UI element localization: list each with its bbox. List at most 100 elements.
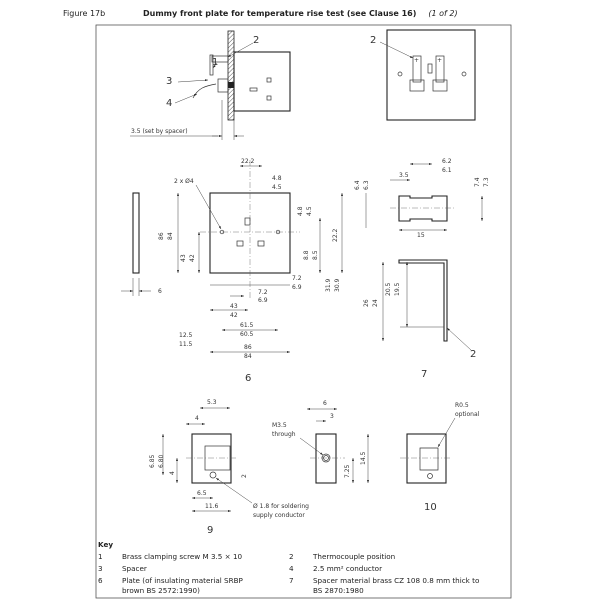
dim-label: 86 xyxy=(244,344,252,351)
dim-label: 8.8 xyxy=(303,250,310,260)
figure-number: Figure 17b xyxy=(63,9,106,18)
dim-label: 42 xyxy=(189,254,196,262)
hole-note: supply conductor xyxy=(253,512,305,519)
dim-label: 8.5 xyxy=(312,250,319,260)
key-text: 2.5 mm² conductor xyxy=(313,564,382,573)
key-title: Key xyxy=(98,540,113,549)
key-num: 6 xyxy=(98,576,103,585)
dim-label: 6.3 xyxy=(363,180,370,190)
dim-label: 4.5 xyxy=(272,184,282,191)
dim-label: 6.85 xyxy=(149,454,156,468)
plus-mark: + xyxy=(437,57,442,64)
key-text: brown BS 2572:1990) xyxy=(122,586,200,595)
part-clamp-block: M3.5 through 6 3 7.25 14.5 xyxy=(272,400,369,484)
label-4: 4 xyxy=(166,98,172,109)
dim-label: 22.2 xyxy=(241,158,255,165)
hole-note: Ø 1.8 for soldering xyxy=(253,503,309,510)
wall-section xyxy=(227,30,235,121)
radius-note: R0.5 xyxy=(455,402,469,409)
key-num: 1 xyxy=(98,552,103,561)
dim-label: 7.4 xyxy=(474,177,481,187)
dim-label: 7.2 xyxy=(292,275,302,282)
dim-label: 84 xyxy=(244,353,252,360)
dim-label: 6.9 xyxy=(292,284,302,291)
caption-7: 7 xyxy=(421,369,427,380)
dim-label: 20.5 xyxy=(385,282,392,296)
part-10: R0.5 optional 10 xyxy=(400,402,480,513)
front-view: + + 2 xyxy=(370,29,476,121)
key-text: Plate (of insulating material SRBP xyxy=(122,576,244,585)
dim-label: 6.80 xyxy=(158,454,165,468)
dim-label: 6 xyxy=(158,288,162,295)
dim-label: 4 xyxy=(195,415,199,422)
dim-label: 31.9 xyxy=(325,278,332,292)
spacer-dim: 3.5 (set by spacer) xyxy=(131,128,188,135)
dim-label: 4 xyxy=(169,471,176,475)
key-num: 7 xyxy=(289,576,294,585)
key-text: Spacer xyxy=(122,564,147,573)
dim-label: 86 xyxy=(158,232,165,240)
dim-label: 11.6 xyxy=(205,503,219,510)
dim-label: 60.5 xyxy=(240,331,254,338)
figure-title: Dummy front plate for temperature rise t… xyxy=(143,9,417,18)
dim-label: 2 xyxy=(241,474,248,478)
key-text: Brass clamping screw M 3.5 × 10 xyxy=(122,552,243,561)
figure-header: Figure 17b Dummy front plate for tempera… xyxy=(63,9,458,18)
dim-label: 43 xyxy=(230,303,238,310)
key-text: Thermocouple position xyxy=(312,552,395,561)
dim-label: 84 xyxy=(167,232,174,240)
radius-note: optional xyxy=(455,411,480,418)
dim-label: 4.8 xyxy=(272,175,282,182)
dim-label: 7.3 xyxy=(483,177,490,187)
plus-mark: + xyxy=(414,57,419,64)
thread-note: through xyxy=(272,431,296,438)
dim-label: 30.9 xyxy=(334,278,341,292)
dim-label: 5.3 xyxy=(207,399,217,406)
dim-label: 14.5 xyxy=(360,451,367,465)
dim-label: 6.2 xyxy=(442,158,452,165)
part-6-plate: 6 22.2 4.8 4.5 2 x Ø4 86 84 43 42 4.8 4.… xyxy=(121,158,343,384)
dim-label: 26 xyxy=(363,299,370,307)
key: Key 1 Brass clamping screw M 3.5 × 10 2 … xyxy=(98,540,479,595)
dim-label: 6 xyxy=(323,400,327,407)
dim-label: 22.2 xyxy=(332,228,339,242)
dim-label: 24 xyxy=(372,299,379,307)
dim-label: 4.5 xyxy=(306,206,313,216)
label-1: 1 xyxy=(212,57,218,68)
key-text: BS 2870:1980 xyxy=(313,586,364,595)
caption-10: 10 xyxy=(424,502,437,513)
key-num: 4 xyxy=(289,564,294,573)
key-text: Spacer material brass CZ 108 0.8 mm thic… xyxy=(313,576,479,585)
side-view: 1 2 3 4 3.5 (set by spacer) xyxy=(130,30,291,140)
dim-label: 6.5 xyxy=(197,490,207,497)
dim-label: 7.25 xyxy=(344,464,351,478)
label-2: 2 xyxy=(370,35,376,46)
thread-note: M3.5 xyxy=(272,422,287,429)
label-2: 2 xyxy=(253,35,259,46)
dim-label: 12.5 xyxy=(179,332,193,339)
caption-9: 9 xyxy=(207,525,213,536)
dim-label: 3 xyxy=(330,413,334,420)
page-indicator: (1 of 2) xyxy=(428,9,458,18)
dim-label: 3.5 xyxy=(399,172,409,179)
part-7-spacer: 6.2 6.1 3.5 6.4 6.3 7.4 7.3 15 26 24 20.… xyxy=(354,158,490,380)
label-3: 3 xyxy=(166,76,172,87)
dim-label: 61.5 xyxy=(240,322,254,329)
holes-note: 2 x Ø4 xyxy=(174,178,194,185)
key-num: 2 xyxy=(289,552,294,561)
dim-label: 4.8 xyxy=(297,206,304,216)
dim-label: 43 xyxy=(180,254,187,262)
key-num: 3 xyxy=(98,564,103,573)
dim-label: 6.1 xyxy=(442,167,452,174)
dim-label: 42 xyxy=(230,312,238,319)
dim-label: 19.5 xyxy=(394,282,401,296)
socket-body xyxy=(233,51,291,112)
dim-label: 15 xyxy=(417,232,425,239)
label-2: 2 xyxy=(470,349,476,360)
figure-frame xyxy=(95,24,512,599)
dim-label: 11.5 xyxy=(179,341,193,348)
dim-label: 7.2 xyxy=(258,289,268,296)
dim-label: 6.9 xyxy=(258,297,268,304)
part-9: 5.3 4 6.85 6.80 4 2 6.5 11.6 Ø 1.8 for s… xyxy=(149,399,309,536)
